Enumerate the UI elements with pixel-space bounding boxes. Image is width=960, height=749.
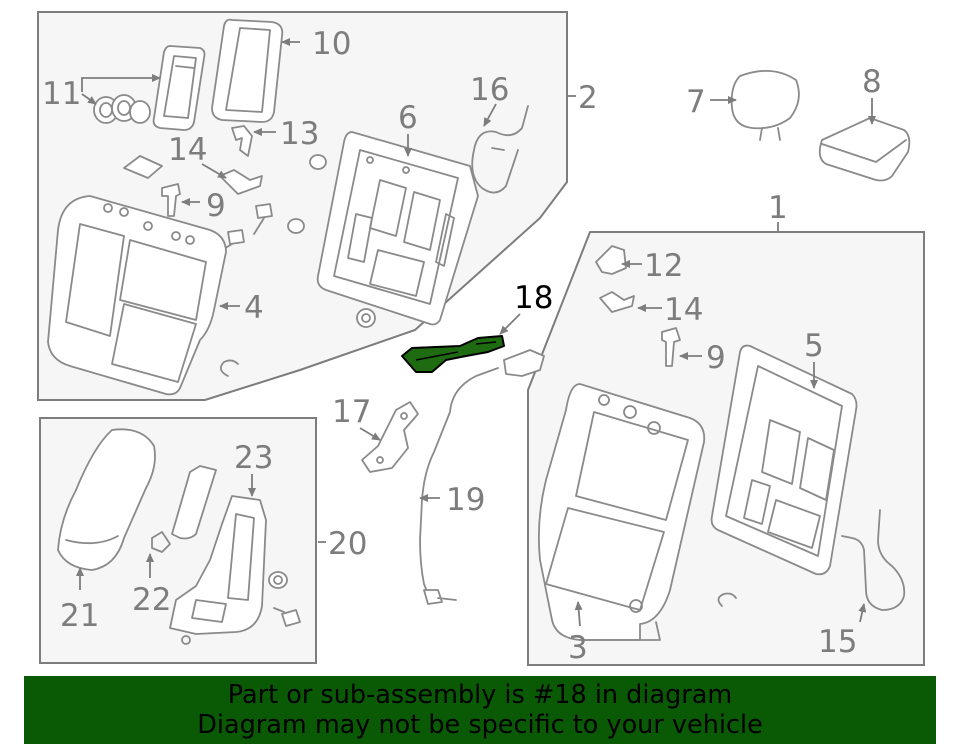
callout-20: 20 [328, 526, 367, 562]
callout-10: 10 [312, 26, 351, 62]
part-13-clip[interactable] [231, 125, 253, 157]
part-5-seat-back-frame[interactable] [710, 344, 858, 576]
part-11-cup-holder[interactable] [93, 94, 151, 124]
bolts-upper [221, 154, 376, 328]
part-3-seat-back[interactable] [537, 383, 706, 641]
part-9-clip-upper[interactable] [161, 183, 181, 217]
part-22-pad[interactable] [151, 465, 217, 553]
part-14-bracket-lower[interactable] [599, 291, 635, 313]
callout-15: 15 [818, 624, 857, 660]
part-17-bracket[interactable] [361, 401, 419, 473]
callout-19: 19 [446, 482, 485, 518]
part-16-cable[interactable] [471, 105, 529, 194]
callout-16: 16 [470, 72, 509, 108]
callout-7: 7 [686, 84, 706, 120]
bolts-armrest [268, 571, 301, 627]
part-8-headrest-pad[interactable] [818, 117, 911, 182]
callout-12: 12 [644, 248, 683, 284]
callout-22: 22 [132, 582, 171, 618]
callout-8: 8 [862, 64, 882, 100]
part-4-seat-back-cushion[interactable] [47, 195, 227, 396]
callout-3: 3 [568, 630, 588, 666]
part-6-seat-back-frame[interactable] [316, 131, 479, 326]
part-23-frame[interactable] [169, 495, 267, 645]
part-11-bezel[interactable] [152, 45, 206, 131]
part-15-cable[interactable] [841, 509, 906, 611]
callout-4: 4 [244, 290, 264, 326]
callout-17: 17 [332, 394, 371, 430]
callout-18: 18 [514, 280, 553, 316]
part-9-clip-lower[interactable] [661, 327, 681, 367]
callout-5: 5 [804, 328, 824, 364]
callout-6: 6 [398, 100, 418, 136]
ring-clip-right [717, 592, 737, 607]
part-18-highlighted-bracket[interactable] [401, 335, 505, 373]
part-small-pad [123, 155, 163, 179]
part-21-armrest[interactable] [57, 428, 156, 571]
callout-9-upper: 9 [206, 188, 226, 224]
info-banner: Part or sub-assembly is #18 in diagram D… [24, 676, 936, 744]
part-14-bracket-upper[interactable] [219, 169, 263, 195]
part-19-cable[interactable] [419, 349, 545, 605]
part-12-clip[interactable] [595, 245, 627, 275]
banner-line-1: Part or sub-assembly is #18 in diagram [227, 680, 733, 710]
callout-1: 1 [768, 190, 788, 226]
callout-14-upper: 14 [168, 132, 207, 168]
callout-11: 11 [42, 76, 81, 112]
callout-14-lower: 14 [664, 292, 703, 328]
ring-clip-left [219, 359, 239, 377]
callout-13: 13 [280, 116, 319, 152]
banner-line-2: Diagram may not be specific to your vehi… [197, 710, 763, 740]
callout-21: 21 [60, 598, 99, 634]
part-7-headrest[interactable] [730, 70, 800, 141]
callout-23: 23 [234, 440, 273, 476]
callout-2: 2 [578, 80, 598, 116]
part-18-detail [415, 341, 497, 361]
callout-9-lower: 9 [706, 340, 726, 376]
part-10-armrest-cover[interactable] [211, 18, 284, 123]
